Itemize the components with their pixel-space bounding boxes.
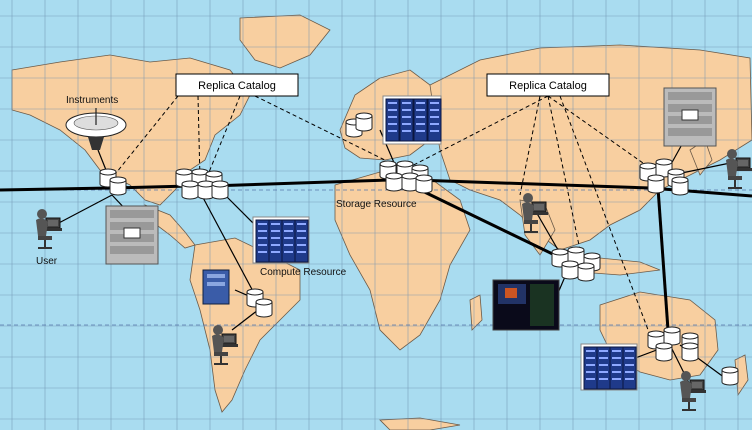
storage-disk-icon-europe bbox=[379, 160, 433, 194]
compute-rack-icon-na bbox=[252, 216, 310, 264]
tape-library-icon-asia bbox=[663, 87, 717, 147]
compute-resource-label: Compute Resource bbox=[260, 267, 347, 278]
replica-catalog-box-2: Replica Catalog bbox=[486, 73, 610, 97]
replica-catalog-box-1: Replica Catalog bbox=[175, 73, 299, 97]
display-screen-icon bbox=[492, 279, 560, 331]
catalog-links bbox=[111, 95, 661, 336]
instruments-label: Instruments bbox=[66, 95, 118, 106]
server-tower-icon bbox=[202, 269, 230, 305]
tape-library-icon-na bbox=[105, 205, 159, 265]
storage-disk-icon-nz bbox=[721, 366, 739, 386]
backbone-links bbox=[0, 178, 752, 331]
compute-rack-icon-europe bbox=[382, 95, 442, 145]
compute-rack-icon-australia bbox=[580, 343, 638, 391]
storage-disk-icon-na-hub bbox=[175, 168, 229, 200]
replica-catalog-label-2: Replica Catalog bbox=[509, 80, 587, 92]
replica-catalog-label-1: Replica Catalog bbox=[198, 80, 276, 92]
satellite-dish-icon bbox=[65, 108, 127, 150]
user-label: User bbox=[36, 256, 58, 267]
storage-resource-label: Storage Resource bbox=[336, 199, 417, 210]
